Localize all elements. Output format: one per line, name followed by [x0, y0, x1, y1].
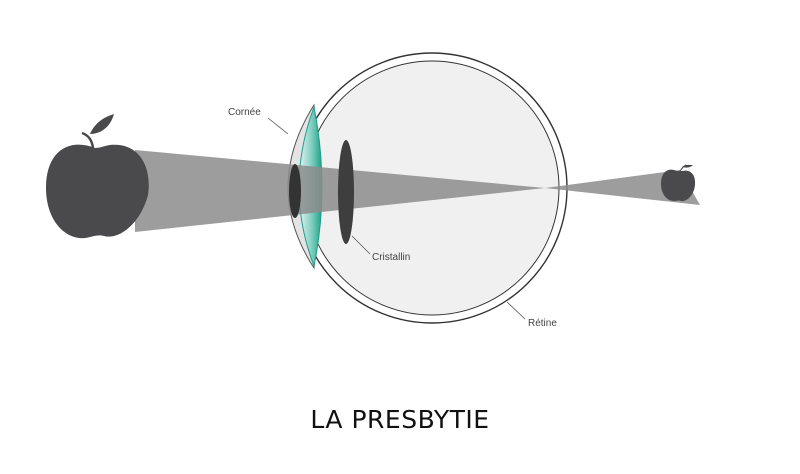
label-cornea: Cornée — [228, 107, 261, 118]
crystalline-lens — [338, 140, 354, 244]
label-lens: Cristallin — [372, 252, 411, 263]
apple-small-icon — [661, 164, 696, 202]
light-beam-outgoing — [545, 170, 700, 205]
label-retina: Rétine — [528, 318, 557, 329]
retina-leader — [506, 301, 526, 320]
lens-leader — [351, 235, 371, 255]
cornea-leader — [267, 117, 289, 135]
diagram-title: LA PRESBYTIE — [310, 405, 490, 434]
apple-large-icon — [46, 114, 149, 239]
iris — [289, 164, 301, 218]
